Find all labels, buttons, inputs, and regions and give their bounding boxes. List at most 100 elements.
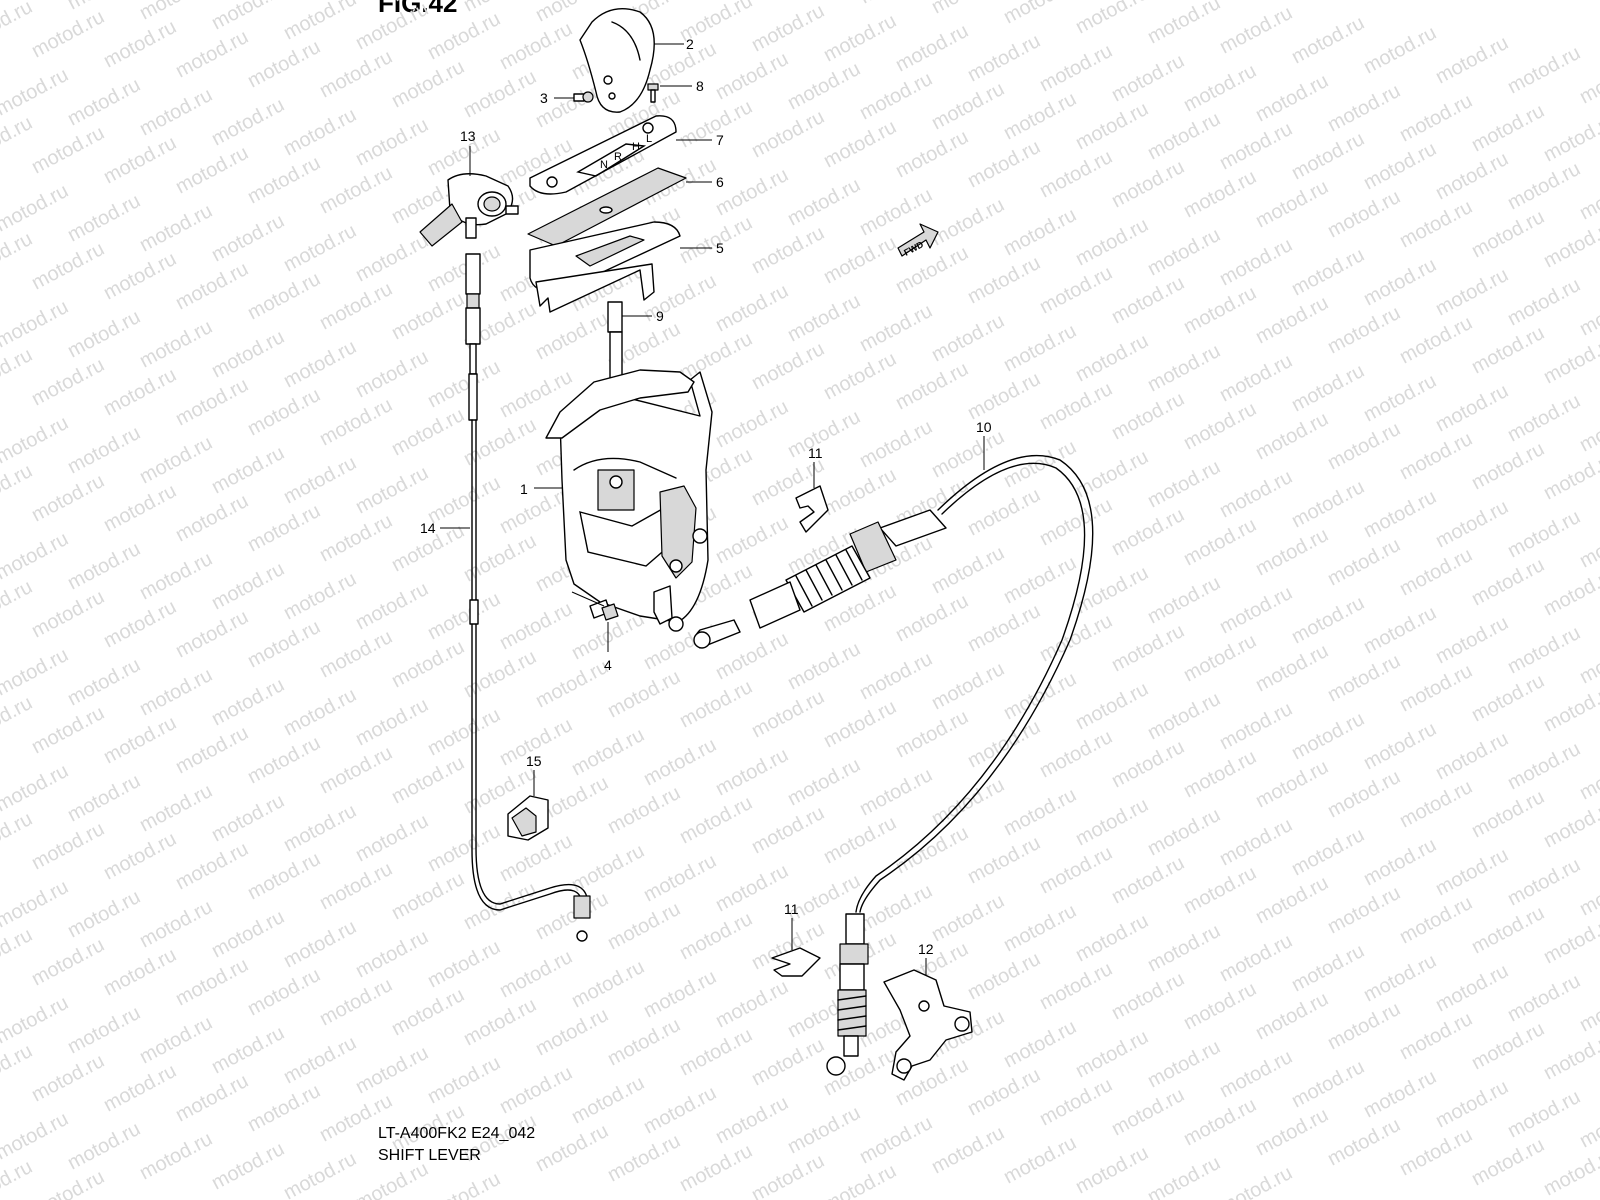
watermark-text: motod.ru <box>172 606 252 662</box>
watermark-text: motod.ru <box>100 1060 180 1116</box>
watermark-text: motod.ru <box>1396 892 1476 948</box>
watermark-text: motod.ru <box>892 126 972 182</box>
watermark-text: motod.ru <box>208 906 288 962</box>
watermark-text: motod.ru <box>1108 504 1188 560</box>
watermark-text: motod.ru <box>1324 534 1404 590</box>
watermark-text: motod.ru <box>964 832 1044 888</box>
watermark-text: motod.ru <box>136 1012 216 1068</box>
watermark-text: motod.ru <box>352 1042 432 1098</box>
watermark-text: motod.ru <box>280 1148 360 1200</box>
watermark-text: motod.ru <box>748 338 828 394</box>
part-13-switch[interactable] <box>419 173 519 247</box>
watermark-text: motod.ru <box>0 644 72 700</box>
part-12-bracket[interactable] <box>883 969 973 1081</box>
watermark-text: motod.ru <box>1360 254 1440 310</box>
watermark-text: motod.ru <box>1252 988 1332 1044</box>
watermark-text: motod.ru <box>64 886 144 942</box>
part-15-clamp[interactable] <box>507 795 549 841</box>
watermark-text: motod.ru <box>712 976 792 1032</box>
watermark-text: motod.ru <box>712 860 792 916</box>
watermark-text: motod.ru <box>424 1168 504 1200</box>
part-11-clip-lower[interactable] <box>771 947 821 977</box>
watermark-text: motod.ru <box>0 528 72 584</box>
watermark-text: motod.ru <box>244 268 324 324</box>
watermark-text: motod.ru <box>1360 370 1440 426</box>
watermark-text: motod.ru <box>28 934 108 990</box>
section-title: SHIFT LEVER <box>378 1147 481 1164</box>
watermark-text: motod.ru <box>568 1072 648 1128</box>
watermark-text: motod.ru <box>208 0 288 34</box>
part-7-indicator-plate[interactable]: N R H L <box>529 115 677 195</box>
callout-8: 8 <box>660 78 704 94</box>
watermark-text: motod.ru <box>1180 282 1260 338</box>
callout-13: 13 <box>460 128 476 176</box>
watermark-text: motod.ru <box>280 800 360 856</box>
watermark-text: motod.ru <box>1216 466 1296 522</box>
watermark-text: motod.ru <box>604 1014 684 1070</box>
part-1-shift-lever-assembly[interactable] <box>545 369 713 632</box>
svg-text:10: 10 <box>976 419 992 435</box>
watermark-text: motod.ru <box>280 452 360 508</box>
watermark-text: motod.ru <box>1144 456 1224 512</box>
part-11-clip-upper[interactable] <box>795 485 829 533</box>
watermark-text: motod.ru <box>1540 110 1600 166</box>
watermark-text: motod.ru <box>100 480 180 536</box>
watermark-text: motod.ru <box>820 812 900 868</box>
svg-text:6: 6 <box>716 174 724 190</box>
watermark-text: motod.ru <box>1540 216 1600 272</box>
watermark-text: motod.ru <box>1468 322 1548 378</box>
watermark-text: motod.ru <box>1144 804 1224 860</box>
callout-6: 6 <box>686 174 724 190</box>
watermark-text: motod.ru <box>1036 40 1116 96</box>
watermark-text: motod.ru <box>1288 1056 1368 1112</box>
watermark-text: motod.ru <box>1108 156 1188 212</box>
watermark-text: motod.ru <box>172 838 252 894</box>
part-5-bezel[interactable] <box>529 221 681 313</box>
watermark-text: motod.ru <box>100 16 180 72</box>
part-3-screw[interactable] <box>573 91 594 103</box>
watermark-text: motod.ru <box>1144 108 1224 164</box>
watermark-text: motod.ru <box>676 908 756 964</box>
watermark-text: motod.ru <box>1504 1086 1584 1142</box>
watermark-text: motod.ru <box>100 712 180 768</box>
watermark-text: motod.ru <box>1396 660 1476 716</box>
part-8-screw[interactable] <box>647 83 659 103</box>
watermark-text: motod.ru <box>1216 118 1296 174</box>
svg-text:3: 3 <box>540 90 548 106</box>
watermark-text: motod.ru <box>1144 340 1224 396</box>
watermark-text: motod.ru <box>244 152 324 208</box>
watermark-text: motod.ru <box>1216 582 1296 638</box>
watermark-text: motod.ru <box>1000 88 1080 144</box>
part-14-cable[interactable] <box>465 253 591 942</box>
watermark-text: motod.ru <box>820 116 900 172</box>
watermark-text: motod.ru <box>1396 1124 1476 1180</box>
watermark-text: motod.ru <box>1396 776 1476 832</box>
watermark-text: motod.ru <box>424 936 504 992</box>
watermark-text: motod.ru <box>1000 900 1080 956</box>
watermark-text: motod.ru <box>568 956 648 1012</box>
watermark-text: motod.ru <box>892 358 972 414</box>
watermark-text: motod.ru <box>1144 224 1224 280</box>
watermark-text: motod.ru <box>1360 1066 1440 1122</box>
watermark-text: motod.ru <box>1108 968 1188 1024</box>
watermark-text: motod.ru <box>1180 746 1260 802</box>
watermark-text: motod.ru <box>784 174 864 230</box>
svg-text:8: 8 <box>696 78 704 94</box>
watermark-text: motod.ru <box>0 760 72 816</box>
watermark-text: motod.ru <box>604 1130 684 1186</box>
part-2-shift-knob[interactable] <box>579 8 655 113</box>
watermark-text: motod.ru <box>352 810 432 866</box>
part-4-bolt[interactable] <box>589 599 619 621</box>
watermark-text: motod.ru <box>136 548 216 604</box>
watermark-text: motod.ru <box>460 66 540 122</box>
part-10-shift-cable[interactable] <box>693 454 1094 1076</box>
watermark-text: motod.ru <box>1468 1134 1548 1190</box>
watermark-text: motod.ru <box>28 238 108 294</box>
watermark-text: motod.ru <box>856 416 936 472</box>
watermark-text: motod.ru <box>28 122 108 178</box>
part-6-gasket[interactable] <box>527 167 687 247</box>
watermark-text: motod.ru <box>1324 186 1404 242</box>
watermark-text: motod.ru <box>568 724 648 780</box>
callout-4: 4 <box>571 591 612 673</box>
